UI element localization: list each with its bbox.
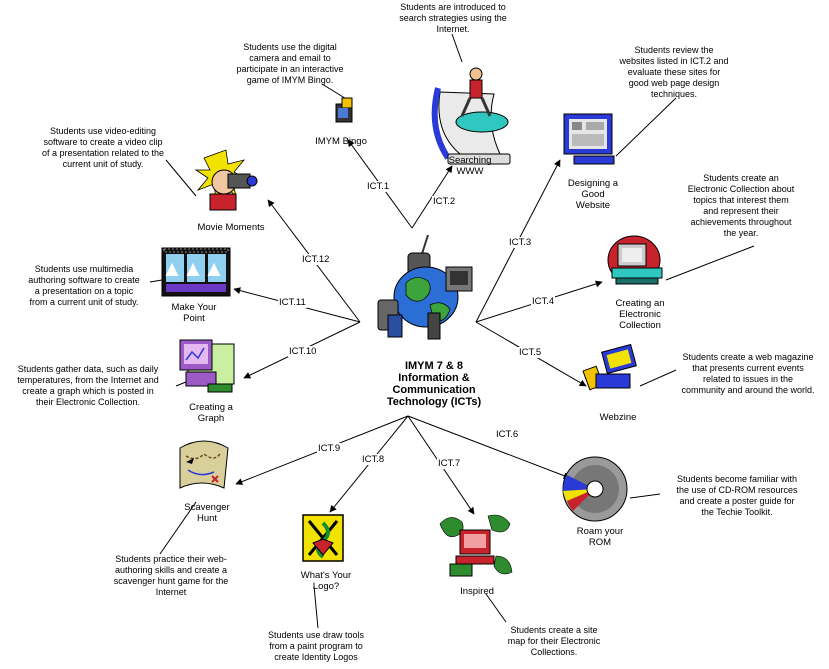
desc-designing: Students review the websites listed in I… [619, 45, 729, 99]
node-label-searching: Searching WWW [448, 155, 492, 177]
desc-webzine: Students create a web magazine that pres… [681, 352, 815, 395]
node-label-logo: What's Your Logo? [300, 570, 352, 592]
node-label-graph: Creating a Graph [189, 402, 233, 424]
node-label-point: Make Your Point [171, 302, 217, 324]
edge-label-ict11: ICT.11 [278, 297, 307, 308]
desc-point: Students use multimedia authoring softwa… [28, 264, 140, 307]
desc-link-collection [665, 245, 755, 281]
desc-link-point [149, 279, 163, 283]
edge-label-ict7: ICT.7 [437, 458, 462, 469]
node-label-collection: Creating an Electronic Collection [615, 298, 665, 331]
edge-label-ict9: ICT.9 [317, 443, 342, 454]
desc-link-movie [165, 159, 197, 197]
edge-label-ict10: ICT.10 [288, 346, 318, 357]
treasure-map-icon [179, 440, 229, 489]
film-strip-icon [161, 247, 231, 297]
cd-rom-icon [562, 456, 628, 522]
surfer-computer-icon [431, 67, 511, 165]
node-label-inspired: Inspired [460, 586, 494, 597]
desc-scavenger: Students practice their web- authoring s… [113, 554, 229, 597]
desc-link-rom [629, 493, 661, 499]
edge-label-ict12: ICT.12 [301, 254, 331, 265]
edge-ict6 [407, 415, 571, 480]
desc-link-webzine [639, 369, 677, 387]
desc-rom: Students become familiar with the use of… [676, 474, 798, 517]
computer-desk-icon [607, 235, 663, 285]
node-label-webzine: Webzine [599, 412, 637, 423]
edge-label-ict5: ICT.5 [518, 347, 543, 358]
desc-movie: Students use video-editing software to c… [41, 126, 165, 169]
graph-computer-icon [179, 339, 235, 393]
node-label-bingo: IMYM Bingo [315, 136, 367, 147]
edge-label-ict4: ICT.4 [531, 296, 556, 307]
world-computer-icon [439, 514, 513, 577]
desc-link-inspired [485, 593, 507, 623]
node-label-rom: Roam your ROM [576, 526, 624, 548]
center-title: IMYM 7 & 8 Information & Communication T… [386, 360, 482, 408]
node-label-movie: Movie Moments [197, 222, 265, 233]
video-camera-icon [194, 149, 258, 211]
monitor-icon [563, 113, 615, 165]
desc-searching: Students are introduced to search strate… [399, 2, 507, 34]
edge-label-ict3: ICT.3 [508, 237, 533, 248]
edge-label-ict8: ICT.8 [361, 454, 386, 465]
edge-label-ict2: ICT.2 [432, 196, 457, 207]
edge-label-ict1: ICT.1 [366, 181, 391, 192]
node-label-scavenger: Scavenger Hunt [184, 502, 230, 524]
desc-link-bingo [321, 83, 349, 101]
logo-icon [302, 514, 344, 562]
desc-link-scavenger [159, 501, 197, 555]
desc-inspired: Students create a site map for their Ele… [507, 625, 601, 657]
edge-label-ict6: ICT.6 [495, 429, 520, 440]
globe-computer-icon [377, 234, 473, 340]
desc-bingo: Students use the digital camera and emai… [236, 42, 344, 85]
node-label-designing: Designing a Good Website [567, 178, 619, 211]
computer-magazine-icon [582, 343, 637, 391]
desc-graph: Students gather data, such as daily temp… [17, 364, 159, 407]
desc-collection: Students create an Electronic Collection… [687, 173, 795, 238]
desc-link-designing [615, 97, 677, 157]
camera-icon [335, 97, 353, 123]
desc-link-graph [175, 381, 187, 387]
desc-link-logo [313, 585, 319, 629]
desc-logo: Students use draw tools from a paint pro… [267, 630, 365, 662]
desc-link-searching [451, 33, 463, 63]
